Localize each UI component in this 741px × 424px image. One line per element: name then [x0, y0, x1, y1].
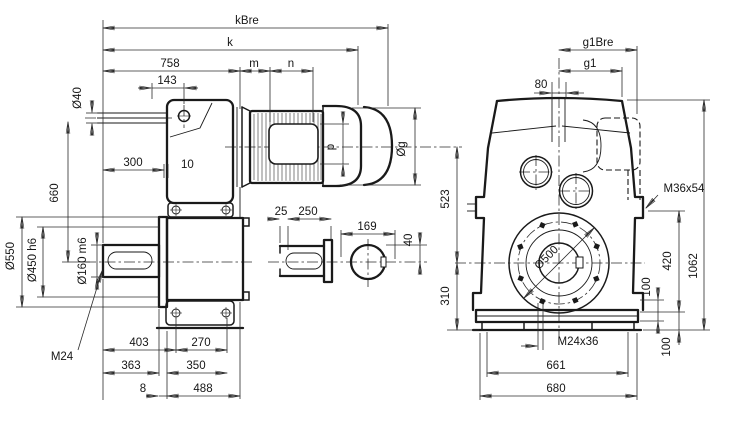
- front-view-outline: [467, 96, 645, 332]
- base-plate: [471, 308, 643, 332]
- dim-680: 680: [546, 383, 565, 395]
- dim-660: 660: [49, 183, 61, 202]
- dim-M24x36: M24x36: [558, 336, 599, 348]
- dim-o450h6: Ø450 h6: [27, 238, 39, 282]
- bolt-symbol: [170, 204, 232, 216]
- dim-M24: M24: [51, 351, 74, 363]
- dim-o40: Ø40: [72, 87, 84, 109]
- dim-270: 270: [191, 337, 210, 349]
- dim-250: 250: [298, 206, 317, 218]
- motor-body: [248, 104, 394, 188]
- dim-488: 488: [193, 383, 212, 395]
- output-shaft: [101, 243, 161, 279]
- dim-o160m6: Ø160 m6: [77, 237, 89, 284]
- dim-363: 363: [121, 360, 140, 372]
- dim-758: 758: [160, 58, 179, 70]
- dim-403: 403: [129, 337, 148, 349]
- dim-og: Øg: [396, 141, 408, 156]
- front-view-dimensions: g1Bre g1 80 523 310 M36x54 420 100 100 1…: [440, 37, 710, 400]
- brake-outline-dashed: [596, 117, 641, 171]
- dim-10: 10: [181, 159, 194, 171]
- side-view-dimensions: kBre k 758 m n 143 Ø40 660 Ø550 Ø450 h6 …: [5, 15, 427, 400]
- dim-661: 661: [546, 360, 565, 372]
- dim-g1: g1: [584, 58, 597, 70]
- shaft-section-detail: [349, 243, 387, 281]
- dim-M36x54: M36x54: [664, 183, 706, 195]
- dim-169: 169: [357, 221, 376, 233]
- dim-kBre: kBre: [235, 15, 259, 27]
- dim-g1Bre: g1Bre: [583, 37, 614, 49]
- hollow-shaft-detail: [278, 238, 334, 284]
- dim-m: m: [249, 58, 259, 70]
- dim-420: 420: [662, 251, 674, 270]
- dim-143: 143: [157, 75, 176, 87]
- dim-80: 80: [535, 79, 548, 91]
- dim-40: 40: [403, 234, 415, 247]
- brake-cover-outline: [362, 105, 394, 187]
- dim-300: 300: [123, 157, 142, 169]
- oil-plug: [558, 173, 594, 209]
- dim-100-upper: 100: [641, 277, 653, 296]
- dim-n: n: [288, 58, 294, 70]
- dim-350: 350: [186, 360, 205, 372]
- dim-1062: 1062: [688, 253, 700, 279]
- dim-523: 523: [440, 189, 452, 208]
- oil-plug: [519, 155, 553, 189]
- dim-25: 25: [275, 206, 288, 218]
- dim-8: 8: [140, 383, 146, 395]
- side-view-outline: [97, 98, 394, 330]
- dim-310: 310: [440, 286, 452, 305]
- terminal-box: [268, 123, 319, 165]
- flange-bolts: [517, 221, 600, 305]
- dim-o550: Ø550: [5, 242, 17, 270]
- bolt-symbol: [170, 307, 232, 319]
- dim-k: k: [227, 37, 233, 49]
- dim-p: p: [325, 144, 337, 150]
- dim-100-lower: 100: [661, 337, 673, 356]
